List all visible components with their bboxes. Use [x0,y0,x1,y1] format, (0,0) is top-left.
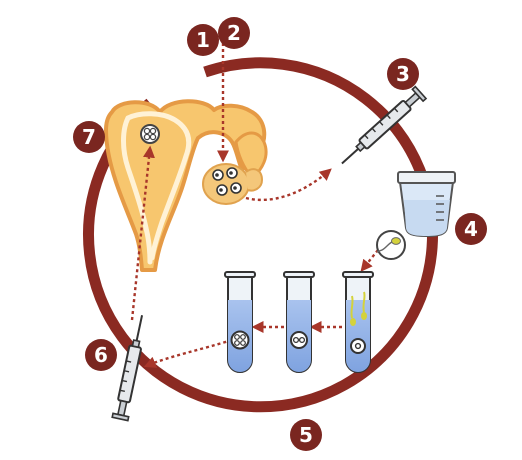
step-badge-1: 1 [187,24,219,56]
syringe-icon [111,315,144,422]
test-tube-icon [224,271,374,373]
step-badge-6: 6 [85,339,117,371]
step-badge-7: 7 [73,121,105,153]
step-label-5: 5 [299,423,313,447]
step-label-3: 3 [396,62,410,86]
embryo-icon [140,124,160,144]
step-badge-5: 5 [290,419,322,451]
process-arrows [130,43,379,368]
arrow-cup-to-tube [360,249,379,272]
ovary-icon [202,163,264,205]
arrow-ovary-to-syringe [245,168,332,202]
step-label-7: 7 [82,125,96,149]
cycle-ring [83,57,439,413]
step-badge-3: 3 [387,58,419,90]
step-label-1: 1 [196,28,210,52]
step-label-2: 2 [227,21,241,45]
step-badge-4: 4 [455,213,487,245]
arrow-syringe-to-uterus [130,145,155,321]
step-label-6: 6 [94,343,108,367]
uterus-icon [104,99,268,272]
sperm-icon [376,230,406,260]
step-label-4: 4 [464,217,478,241]
syringe-icon [341,85,428,165]
arrow-tube1-to-syringe [143,338,233,368]
specimen-cup-icon [397,171,456,238]
step-badge-2: 2 [218,17,250,49]
